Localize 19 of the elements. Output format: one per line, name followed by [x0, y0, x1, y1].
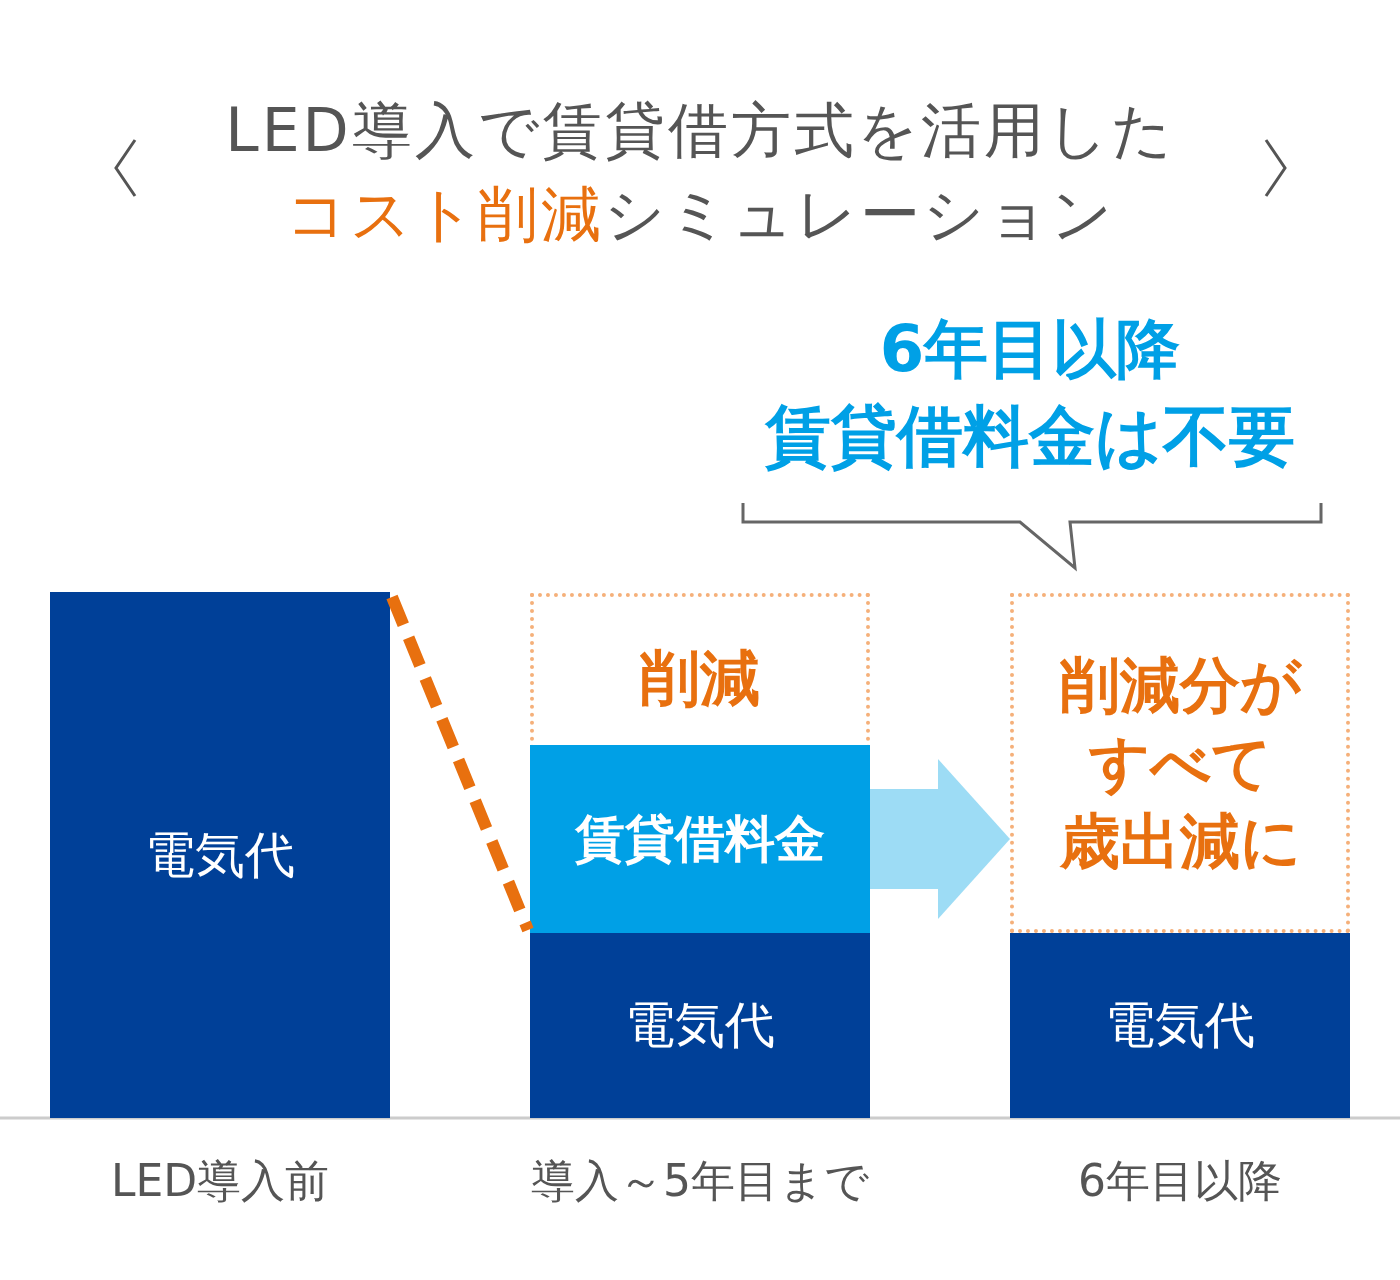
box-label: 削減	[640, 643, 760, 713]
box-label: 電気代	[1105, 995, 1255, 1056]
callout-body: 賃貸借料金は不要	[764, 397, 1296, 477]
box-label: 電気代	[145, 824, 295, 886]
title: LED導入で賃貸借方式を活用したコスト削減シミュレーション	[224, 94, 1176, 251]
box-label: 賃貸借料金	[575, 809, 825, 870]
axis-label: LED導入前	[110, 1154, 330, 1208]
bar	[530, 933, 870, 1118]
axis-label: 導入～5年目まで	[531, 1154, 869, 1208]
bar	[50, 592, 390, 1118]
dashed-line	[386, 594, 534, 933]
fee-box	[530, 745, 870, 933]
box-label: 削減分がすべて歳出減に	[1059, 649, 1301, 878]
arrow	[870, 759, 1010, 919]
axis-label: 6年目以降	[1078, 1154, 1282, 1208]
callout-heading: 6年目以降	[878, 311, 1182, 388]
box-label: 電気代	[625, 995, 775, 1056]
bar	[1010, 933, 1350, 1118]
dotted-box	[530, 593, 870, 933]
